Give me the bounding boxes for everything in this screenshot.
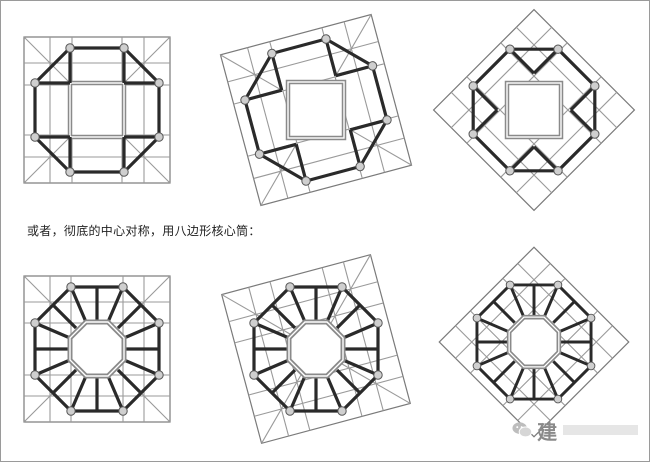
plan-octagon-core-45deg	[438, 246, 630, 438]
watermark-bar	[563, 425, 638, 435]
plan-octagon-core-rotated	[220, 253, 412, 445]
plan-octagon-core-0deg	[23, 275, 171, 423]
watermark: 建	[512, 416, 638, 444]
wechat-icon	[512, 422, 533, 438]
plan-square-core-0deg	[23, 36, 171, 184]
watermark-text: 建	[537, 419, 558, 444]
plan-square-core-rotated	[219, 13, 413, 207]
caption-text: 或者，彻底的中心对称，用八边形核心筒：	[27, 224, 261, 238]
plan-square-core-45deg	[432, 8, 636, 212]
